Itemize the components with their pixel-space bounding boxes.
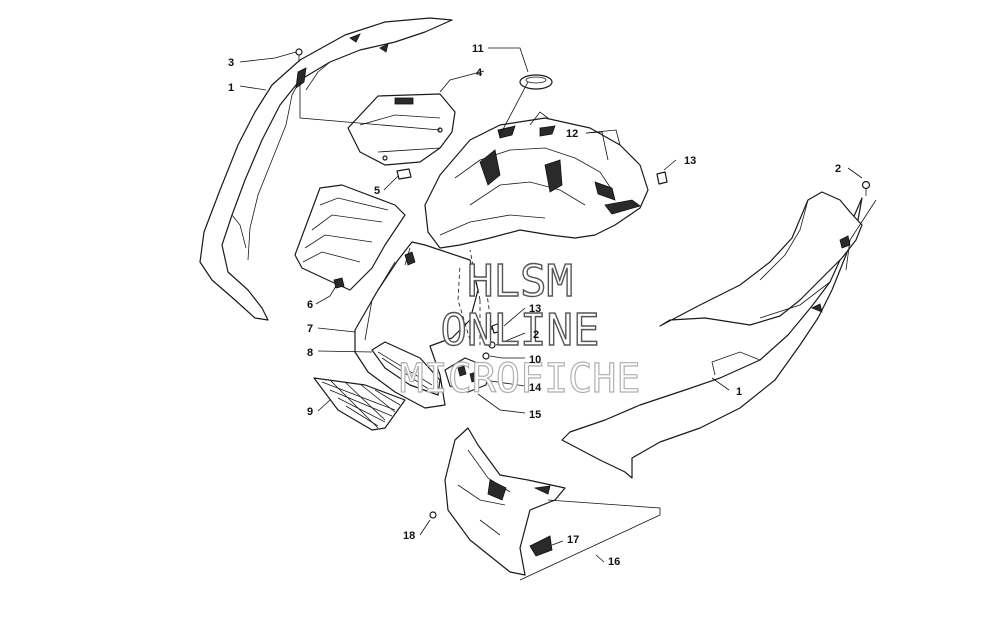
part-2-fastener-upper [861, 180, 871, 196]
callout-13-lower: 13 [529, 303, 541, 315]
part-10-clip [482, 352, 490, 360]
callout-2-lower: 2 [533, 329, 539, 341]
part-9-mesh-screen [313, 377, 406, 431]
part-8-grille [371, 341, 441, 396]
callout-14: 14 [529, 382, 542, 394]
callout-18: 18 [403, 530, 415, 542]
part-1-left-side-panel [199, 17, 453, 321]
callout-labels: 3 1 4 11 5 12 13 2 6 7 8 9 13 2 10 14 15… [228, 43, 841, 568]
part-3-screw [295, 48, 303, 62]
callout-4: 4 [476, 67, 483, 79]
callout-5: 5 [374, 185, 380, 197]
part-2-fastener-lower [488, 341, 496, 349]
watermark-line-2: ONLINE [441, 305, 600, 356]
part-17-decal [529, 535, 553, 557]
callout-13-upper: 13 [684, 155, 696, 167]
part-11-cap [519, 74, 553, 90]
callout-17: 17 [567, 534, 579, 546]
callout-3: 3 [228, 57, 234, 69]
part-18-screw [429, 511, 437, 519]
part-16-lower-nose [444, 427, 566, 576]
callout-1-right: 1 [736, 386, 742, 398]
callout-12: 12 [566, 128, 578, 140]
part-13-fastener-upper [656, 171, 668, 185]
callout-15: 15 [529, 409, 541, 421]
part-5-clip [396, 168, 412, 180]
callout-6: 6 [307, 299, 313, 311]
watermark-line-3: MICROFICHE [400, 356, 641, 402]
part-1-right-side-panel [561, 191, 863, 479]
part-4-plate [347, 93, 456, 166]
callout-9: 9 [307, 406, 313, 418]
callout-1-left: 1 [228, 82, 234, 94]
callout-2-upper: 2 [835, 163, 841, 175]
callout-8: 8 [307, 347, 313, 359]
callout-16: 16 [608, 556, 620, 568]
dashed-assembly-lines [457, 249, 493, 345]
main-hood-body [424, 111, 649, 249]
watermark-line-1: HLSM [467, 256, 573, 307]
watermark: HLSM ONLINE MICROFICHE [399, 255, 641, 402]
part-15-bracket [444, 357, 491, 393]
part-13-fastener-lower [491, 322, 503, 334]
callout-7: 7 [307, 323, 313, 335]
leader-lines [239, 47, 877, 581]
callout-10: 10 [529, 354, 541, 366]
callout-11: 11 [472, 43, 484, 55]
part-6-vent-insert [294, 184, 406, 291]
